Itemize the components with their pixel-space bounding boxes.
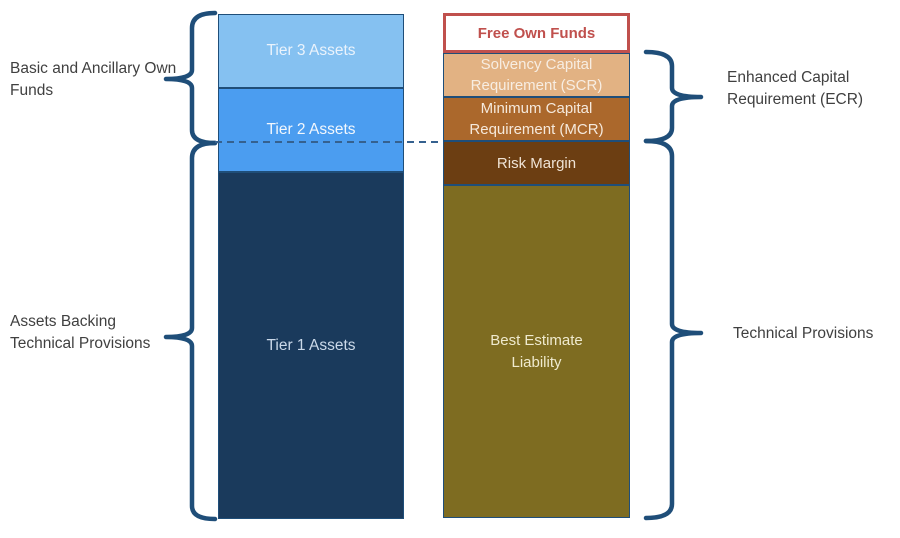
segment-label: Tier 1 Assets <box>266 336 356 354</box>
brace-technical-provisions <box>643 138 704 521</box>
segment-solvency-capital-requirement: Solvency Capital Requirement (SCR) <box>443 53 630 97</box>
segment-label: Tier 3 Assets <box>266 42 356 59</box>
label-assets-backing-technical-provisions: Assets Backing Technical Provisions <box>10 313 151 352</box>
segment-minimum-capital-requirement: Minimum Capital Requirement (MCR) <box>443 97 630 141</box>
segment-best-estimate-liability: Best Estimate Liability <box>443 185 630 518</box>
label-technical-provisions: Technical Provisions <box>733 325 874 342</box>
segment-tier-3-assets: Tier 3 Assets <box>218 14 404 88</box>
segment-label: Free Own Funds <box>477 24 596 42</box>
segment-free-own-funds: Free Own Funds <box>443 13 630 53</box>
label-basic-and-ancillary-own-funds: Basic and Ancillary Own Funds <box>10 60 177 99</box>
segment-label: Solvency Capital Requirement (SCR) <box>470 56 603 94</box>
segment-risk-margin: Risk Margin <box>443 141 630 185</box>
segment-tier-2-assets: Tier 2 Assets <box>218 88 404 172</box>
segment-tier-1-assets: Tier 1 Assets <box>218 172 404 519</box>
segment-label: Best Estimate Liability <box>490 331 583 371</box>
brace-assets-backing-technical-provisions <box>163 140 218 522</box>
brace-enhanced-capital-requirement <box>643 49 704 144</box>
segment-label: Tier 2 Assets <box>266 121 356 138</box>
segment-label: Minimum Capital Requirement (MCR) <box>469 100 604 138</box>
segment-label: Risk Margin <box>496 154 577 172</box>
label-enhanced-capital-requirement-ecr: Enhanced Capital Requirement (ECR) <box>727 69 864 108</box>
